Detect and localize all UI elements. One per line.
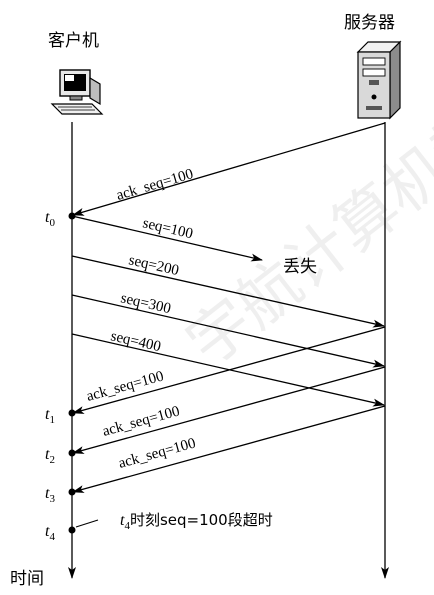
- time-mark-t2: t2: [45, 446, 55, 466]
- label-ack-3: ack_seq=100: [117, 435, 198, 471]
- event-dot-t2: [68, 449, 76, 457]
- server-icon: [356, 40, 402, 120]
- arrow-seq-300: [71, 294, 385, 368]
- timeout-note: t4时刻seq=100段超时: [120, 511, 273, 532]
- arrow-seq-100: [71, 215, 263, 262]
- time-mark-t1: t1: [45, 406, 55, 426]
- arrow-ack-1: [72, 326, 386, 414]
- label-seq-400: seq=400: [109, 328, 162, 355]
- client-computer-icon: [50, 69, 104, 115]
- arrow-ack-3: [72, 405, 386, 493]
- label-seq-300: seq=300: [119, 290, 172, 317]
- event-dot-t3: [68, 488, 76, 496]
- arrow-ack-2: [72, 366, 386, 454]
- arrow-initial-ack: [72, 122, 386, 216]
- client-label: 客户机: [48, 31, 99, 51]
- timeout-leader-line: [75, 519, 99, 528]
- arrow-seq-200: [71, 255, 385, 328]
- label-initial-ack: ack_seq=100: [115, 166, 196, 204]
- lost-label: 丢失: [283, 257, 317, 277]
- time-mark-t3: t3: [45, 485, 55, 505]
- time-axis-label: 时间: [10, 569, 44, 589]
- time-mark-t0: t0: [45, 209, 55, 229]
- event-dot-t4: [68, 526, 76, 534]
- event-dot-t0: [68, 212, 76, 220]
- arrow-seq-400: [71, 333, 385, 407]
- label-ack-1: ack_seq=100: [85, 368, 166, 404]
- label-seq-200: seq=200: [127, 252, 180, 279]
- time-mark-t4: t4: [45, 523, 55, 543]
- event-dot-t1: [68, 409, 76, 417]
- server-label: 服务器: [344, 13, 395, 33]
